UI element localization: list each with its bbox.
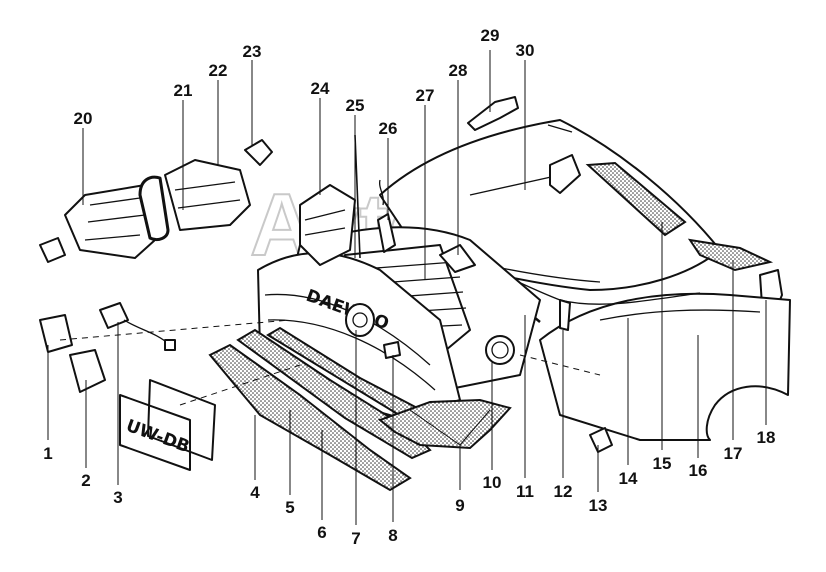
headlamp-right-part (164, 159, 251, 231)
lamp-bracket-part (69, 349, 106, 393)
callout-23: 23 (243, 42, 262, 61)
callout-13: 13 (589, 496, 608, 515)
callout-1: 1 (43, 444, 52, 463)
fog-lamp-part (485, 335, 515, 365)
retaining-clip-part (589, 427, 613, 453)
callout-29: 29 (481, 26, 500, 45)
wiring-socket-part (99, 302, 176, 351)
turn-lamp-part (39, 314, 73, 353)
callout-4: 4 (250, 483, 260, 502)
bulb-socket-part (244, 139, 273, 166)
callout-15: 15 (653, 454, 672, 473)
side-marker-part (39, 237, 66, 263)
callout-22: 22 (209, 61, 228, 80)
callout-3: 3 (113, 488, 122, 507)
alignment-line (59, 319, 291, 341)
callout-17: 17 (724, 444, 743, 463)
headlamp-housing-part (299, 184, 356, 266)
license-plate-part: UW-DB (119, 379, 216, 471)
callout-labels: 1 2 3 4 5 6 7 8 9 10 11 12 13 14 15 16 1… (43, 26, 775, 548)
callout-12: 12 (554, 482, 573, 501)
callout-10: 10 (483, 473, 502, 492)
callout-28: 28 (449, 61, 468, 80)
hood-hinge-part (467, 96, 519, 131)
callout-11: 11 (516, 482, 534, 501)
callout-14: 14 (619, 469, 638, 488)
grille-bracket-part (439, 244, 476, 273)
headlamp-gasket-part (138, 175, 170, 242)
callout-16: 16 (689, 461, 708, 480)
callout-20: 20 (74, 109, 93, 128)
callout-30: 30 (516, 41, 535, 60)
cowl-panel-part (585, 161, 774, 272)
callout-26: 26 (379, 119, 398, 138)
callout-8: 8 (388, 526, 397, 545)
callout-27: 27 (416, 86, 435, 105)
sensor-part (377, 179, 396, 253)
support-bar-part (354, 134, 361, 259)
callout-6: 6 (317, 523, 326, 542)
emblem-part (345, 303, 375, 337)
front-fender-part (539, 292, 791, 441)
alignment-line (519, 354, 601, 376)
callout-7: 7 (351, 529, 360, 548)
leader-lines (47, 50, 767, 525)
grille-clip-part (383, 341, 401, 359)
callout-21: 21 (174, 81, 193, 100)
callout-24: 24 (311, 79, 330, 98)
callout-9: 9 (455, 496, 464, 515)
callout-25: 25 (346, 96, 365, 115)
callout-5: 5 (285, 498, 294, 517)
callout-2: 2 (81, 471, 90, 490)
hood-release-part (559, 299, 571, 331)
hood-bracket-part (549, 154, 581, 194)
callout-18: 18 (757, 428, 776, 447)
